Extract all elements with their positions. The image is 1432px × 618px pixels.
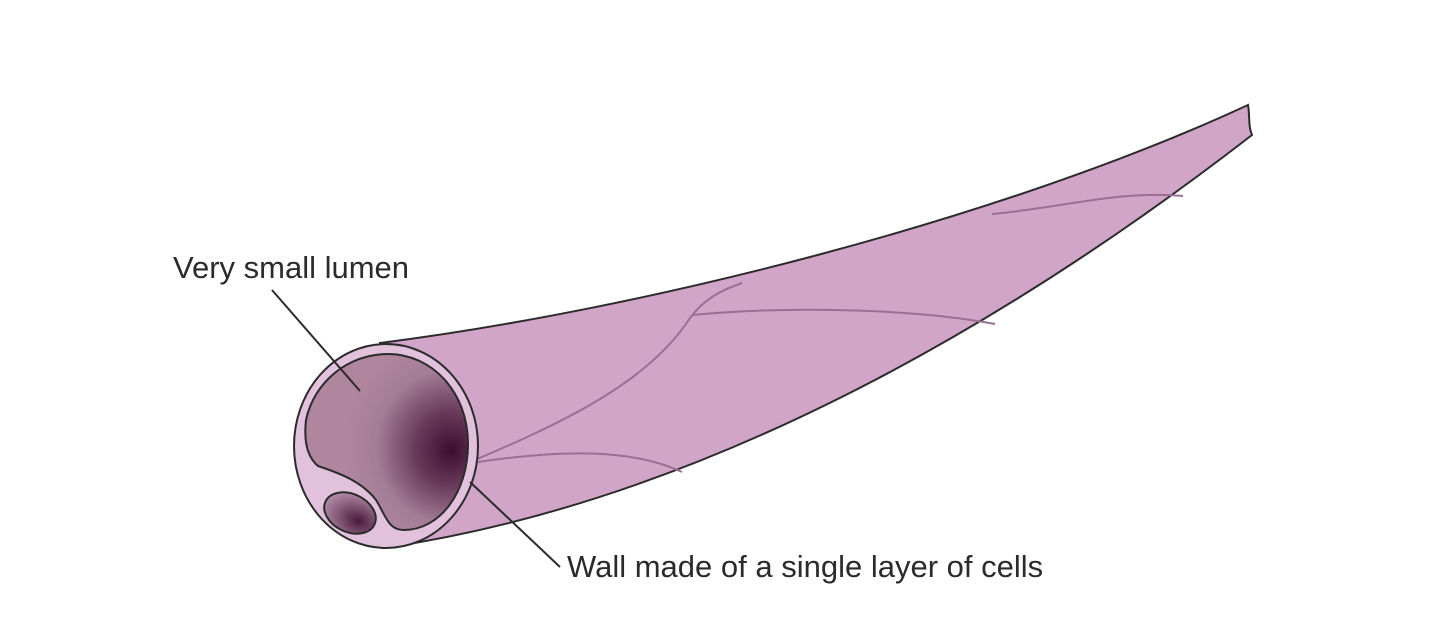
lumen-label: Very small lumen <box>173 250 409 285</box>
cell-seam <box>477 452 683 473</box>
cell-seam <box>991 193 1184 215</box>
wall-leader-line <box>469 481 561 568</box>
wall-label: Wall made of a single layer of cells <box>567 549 1043 584</box>
blood-cell <box>323 491 377 535</box>
cell-seam <box>691 308 996 325</box>
cell-seams <box>469 193 1184 473</box>
cell-seam <box>469 282 743 463</box>
lumen-leader-line <box>271 289 361 392</box>
lumen <box>304 352 470 532</box>
capillary-tube <box>378 103 1254 549</box>
